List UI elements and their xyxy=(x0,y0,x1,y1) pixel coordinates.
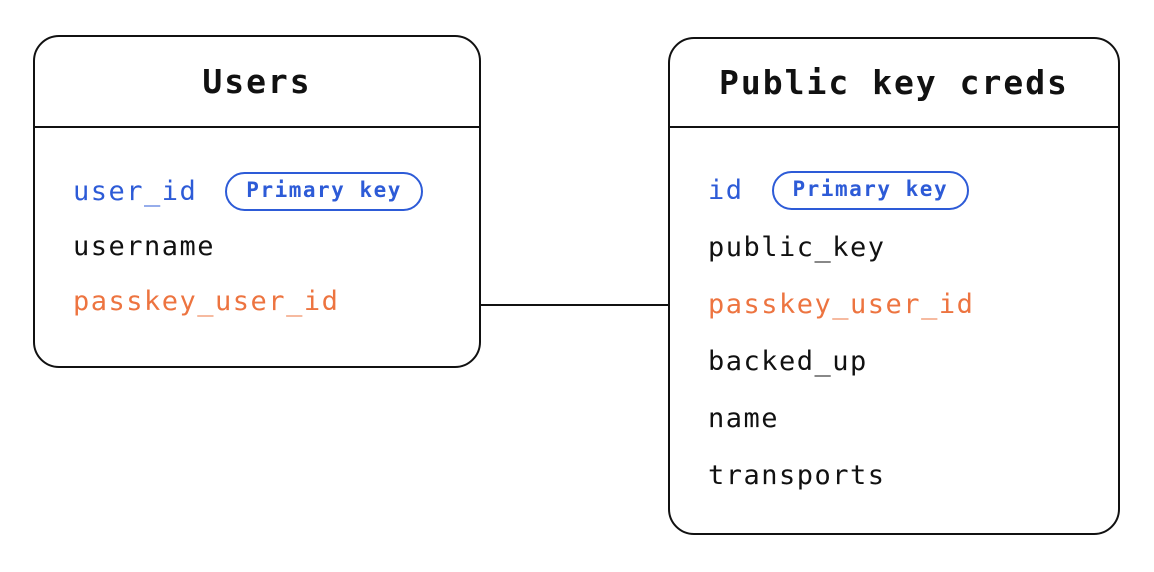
field-name: backed_up xyxy=(708,346,868,377)
field-name: public_key xyxy=(708,232,886,263)
table-title: Public key creds xyxy=(719,63,1069,102)
field-name: passkey_user_id xyxy=(708,289,975,320)
primary-key-badge: Primary key xyxy=(771,170,970,211)
field-row: transports xyxy=(708,447,1118,504)
field-name: passkey_user_id xyxy=(73,286,340,317)
field-name: user_id xyxy=(73,176,198,207)
field-row: passkey_user_id xyxy=(73,274,479,329)
field-name: name xyxy=(708,403,780,434)
field-row: public_key xyxy=(708,219,1118,276)
field-row: passkey_user_id xyxy=(708,276,1118,333)
field-name: username xyxy=(73,231,216,262)
table-users: Users user_id Primary key username passkey_… xyxy=(33,35,481,368)
field-row: id Primary key xyxy=(708,162,1118,219)
relationship-connector-line xyxy=(481,304,668,306)
field-row: backed_up xyxy=(708,333,1118,390)
primary-key-badge: Primary key xyxy=(225,171,423,212)
table-public-key-creds: Public key creds id Primary key public_key… xyxy=(668,37,1120,535)
field-name: transports xyxy=(708,460,886,491)
table-users-header: Users xyxy=(35,37,479,128)
field-row: name xyxy=(708,390,1118,447)
table-title: Users xyxy=(202,62,312,101)
table-users-body: user_id Primary key username passkey_user_i… xyxy=(35,128,479,329)
field-row: username xyxy=(73,219,479,274)
field-row: user_id Primary key xyxy=(73,164,479,219)
table-public-key-creds-header: Public key creds xyxy=(670,39,1118,128)
field-name: id xyxy=(708,175,744,206)
